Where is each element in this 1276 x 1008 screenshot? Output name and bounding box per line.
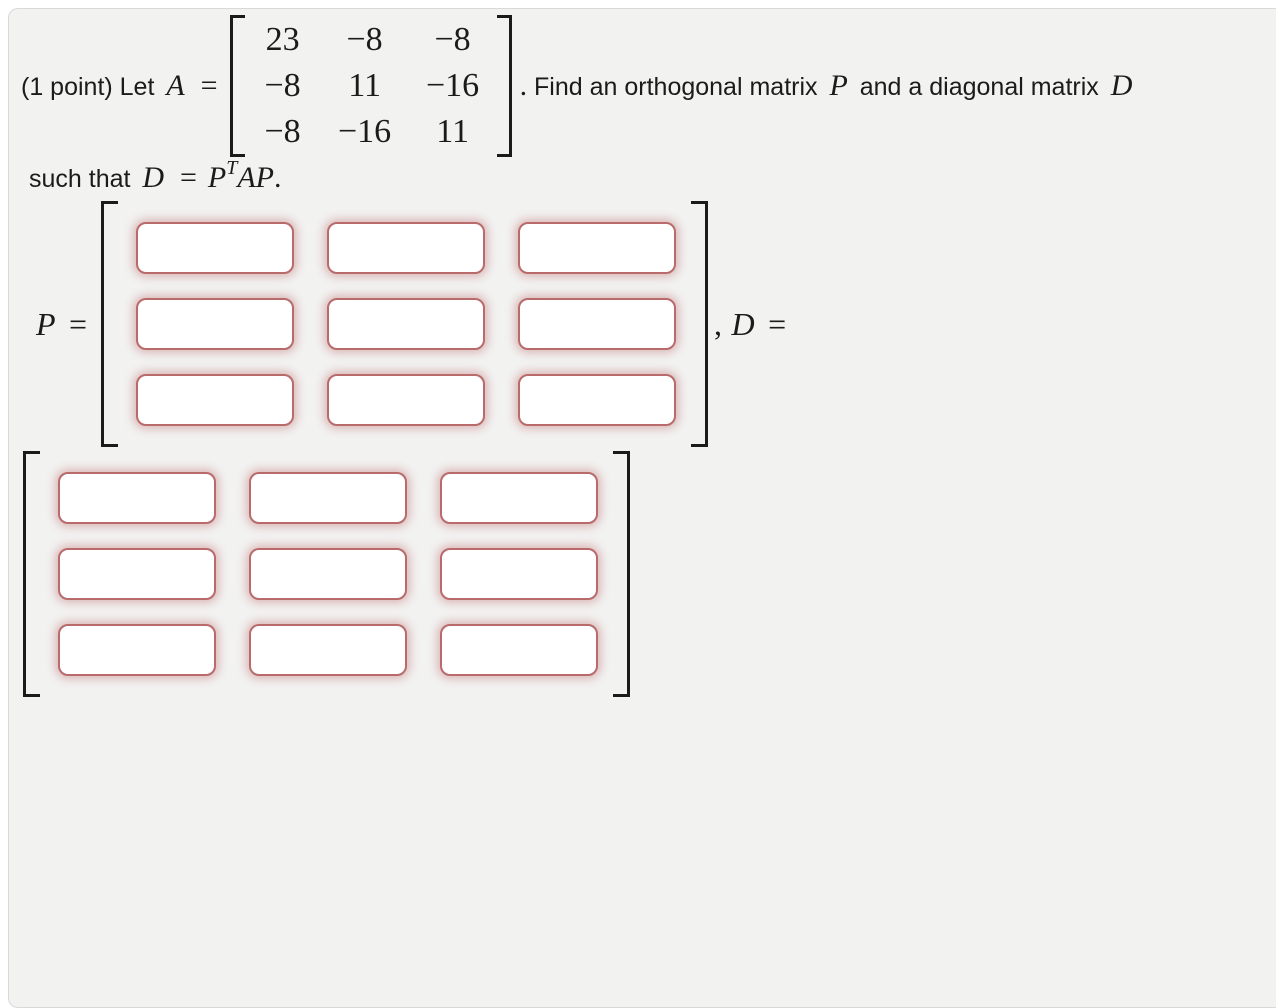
answer-P-row: P = , D =: [21, 201, 1276, 447]
answer-D-equals: =: [768, 305, 787, 342]
matrix-A-values: 23 −8 −8 −8 11 −16 −8 −16 11: [245, 15, 497, 157]
matrix-A-cell-r3c1: −8: [264, 113, 301, 150]
intro-text: (1 point) Let: [21, 73, 155, 101]
matrix-D-input-r1c1[interactable]: [58, 472, 216, 524]
formula-D: D: [142, 161, 165, 194]
matrix-A-cell-r2c1: −8: [264, 67, 301, 104]
matrix-A-left-bracket: [229, 15, 245, 157]
answer-D-var: D: [731, 305, 755, 342]
matrix-P-input-r2c3[interactable]: [518, 298, 677, 350]
matrix-A-cell-r1c2: −8: [346, 21, 383, 58]
problem-panel: (1 point) Let A = 23 −8 −8 −8 11 −16 −8 …: [8, 8, 1276, 1008]
var-D: D: [1110, 69, 1133, 102]
var-A: A: [166, 69, 185, 102]
matrix-P-right-bracket: [691, 201, 709, 447]
formula-AP: AP: [237, 161, 275, 194]
formula-transpose-superscript: T: [226, 157, 238, 179]
matrix-D-input-r3c2[interactable]: [249, 624, 407, 676]
and-text: and a diagonal matrix: [859, 73, 1099, 101]
formula-period: .: [274, 161, 282, 194]
formula-equals: =: [180, 161, 197, 194]
matrix-P-input-grid: [118, 201, 691, 447]
matrix-A-cell-r2c3: −16: [425, 67, 480, 104]
answer-comma: ,: [714, 305, 723, 342]
matrix-D-input-r2c2[interactable]: [249, 548, 407, 600]
matrix-A-cell-r1c3: −8: [434, 21, 471, 58]
formula-P: P: [207, 161, 227, 194]
answer-P-equals: =: [69, 305, 88, 342]
matrix-P-input-r1c1[interactable]: [136, 222, 295, 274]
matrix-A-cell-r3c2: −16: [337, 113, 392, 150]
matrix-P-answer: [101, 201, 709, 447]
matrix-D-input-r1c3[interactable]: [440, 472, 598, 524]
equals-sign: =: [200, 69, 218, 102]
answer-P-var: P: [36, 305, 56, 342]
matrix-P-input-r1c2[interactable]: [327, 222, 486, 274]
matrix-D-input-grid: [40, 451, 613, 697]
sentence-period: .: [519, 69, 528, 102]
answer-D-label: , D =: [714, 306, 790, 343]
answer-P-label: P =: [31, 306, 91, 343]
matrix-A: 23 −8 −8 −8 11 −16 −8 −16 11: [229, 15, 512, 157]
matrix-D-input-r3c3[interactable]: [440, 624, 598, 676]
matrix-A-cell-r3c3: 11: [436, 113, 469, 150]
matrix-D-input-r3c1[interactable]: [58, 624, 216, 676]
matrix-P-input-r2c1[interactable]: [136, 298, 295, 350]
matrix-P-input-r3c2[interactable]: [327, 374, 486, 426]
matrix-P-input-r3c1[interactable]: [136, 374, 295, 426]
answer-D-row: [23, 451, 1276, 697]
var-P: P: [829, 69, 848, 102]
matrix-P-input-r1c3[interactable]: [518, 222, 677, 274]
matrix-P-left-bracket: [101, 201, 119, 447]
problem-statement-line1: (1 point) Let A = 23 −8 −8 −8 11 −16 −8 …: [21, 15, 1276, 157]
matrix-D-right-bracket: [613, 451, 630, 697]
problem-statement-line2: such that D = PTAP.: [29, 157, 1276, 195]
intro-group: (1 point) Let A =: [21, 69, 222, 103]
matrix-P-input-r2c2[interactable]: [327, 298, 486, 350]
matrix-A-right-bracket: [496, 15, 512, 157]
matrix-D-input-r2c3[interactable]: [440, 548, 598, 600]
matrix-A-cell-r1c1: 23: [265, 21, 300, 58]
matrix-D-left-bracket: [23, 451, 40, 697]
matrix-D-input-r1c2[interactable]: [249, 472, 407, 524]
find-text: Find an orthogonal matrix: [534, 73, 818, 101]
matrix-D-answer: [23, 451, 630, 697]
such-that-text: such that: [29, 165, 131, 193]
matrix-P-input-r3c3[interactable]: [518, 374, 677, 426]
find-group: . Find an orthogonal matrix P and a diag…: [520, 69, 1138, 103]
matrix-A-cell-r2c2: 11: [348, 67, 381, 104]
matrix-D-input-r2c1[interactable]: [58, 548, 216, 600]
